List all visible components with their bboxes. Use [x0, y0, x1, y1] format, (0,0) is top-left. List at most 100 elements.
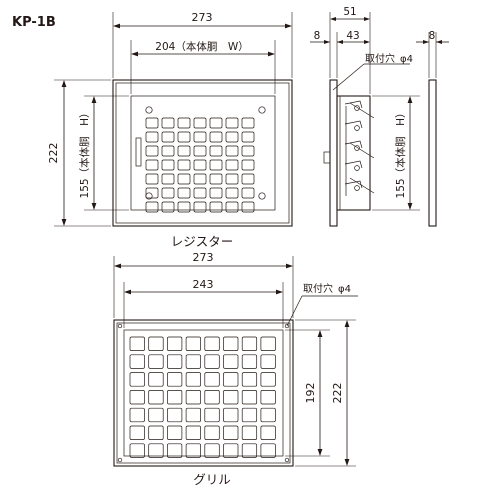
grille-louver-cell	[204, 372, 220, 387]
grille-louver-cell	[148, 372, 164, 387]
grille-louver-grid	[129, 336, 276, 458]
register-louver-cell	[241, 117, 255, 129]
grille-louver-cell	[241, 354, 258, 369]
grille-louver-cell	[129, 443, 145, 458]
grille-louver-cell	[129, 354, 145, 369]
register-louver-cell	[209, 187, 223, 199]
grille-louver-cell	[148, 354, 164, 369]
register-louver-cell	[241, 173, 255, 185]
register-louver-cell	[145, 187, 159, 199]
register-louver-cell	[193, 187, 207, 199]
register-louver-cell	[177, 159, 191, 171]
grille-louver-cell	[241, 425, 258, 440]
grille-louver-cell	[185, 443, 201, 458]
register-louver-cell	[209, 131, 223, 143]
register-lever	[135, 137, 142, 167]
grille-louver-cell	[204, 407, 220, 423]
register-louver-cell	[145, 173, 159, 185]
register-flange-right-label: 8	[429, 30, 436, 42]
grille-louver-cell	[204, 336, 220, 351]
register-louver-cell	[241, 145, 255, 157]
register-louver-cell	[193, 131, 207, 143]
grille-louver-cell	[260, 407, 276, 423]
register-louver-cell	[225, 117, 239, 129]
register-louver-cell	[225, 159, 239, 171]
grille-louver-cell	[204, 390, 220, 405]
register-louver-cell	[225, 145, 239, 157]
register-louver-cell	[193, 201, 207, 213]
register-width-label: 273	[192, 11, 213, 24]
register-louver-cell	[225, 187, 239, 199]
grille-louver-cell	[185, 407, 201, 423]
register-louver-cell	[209, 173, 223, 185]
grille-louver-cell	[129, 407, 145, 423]
register-louver-cell	[225, 201, 239, 213]
grille-louver-cell	[167, 443, 183, 458]
grille-louver-cell	[241, 372, 258, 387]
grille-louver-cell	[167, 372, 183, 387]
grille-louver-cell	[185, 336, 201, 351]
register-louver-cell	[145, 201, 159, 213]
register-louver-cell	[177, 201, 191, 213]
register-side-flange	[329, 79, 338, 227]
register-louver-cell	[225, 131, 239, 143]
register-side-body	[336, 95, 371, 211]
register-louver-cell	[241, 159, 255, 171]
register-louver-cell	[193, 173, 207, 185]
model-title: KP-1B	[12, 15, 56, 30]
register-louver-grid	[145, 117, 255, 213]
register-flange-left-label: 8	[314, 30, 321, 42]
grille-louver-cell	[260, 390, 276, 405]
register-louver-cell	[145, 145, 159, 157]
register-louver-cell	[145, 117, 159, 129]
register-louver-cell	[161, 173, 175, 185]
grille-louver-cell	[223, 354, 239, 369]
register-louver-cell	[145, 159, 159, 171]
register-louver-cell	[161, 131, 175, 143]
register-louver-cell	[177, 187, 191, 199]
grille-louver-cell	[167, 425, 183, 440]
grille-louver-cell	[167, 390, 183, 405]
grille-louver-cell	[260, 336, 276, 351]
grille-louver-cell	[241, 390, 258, 405]
register-outer-frame	[112, 79, 293, 227]
grille-louver-cell	[223, 372, 239, 387]
grille-louver-cell	[185, 354, 201, 369]
grille-louver-cell	[241, 336, 258, 351]
register-louver-cell	[145, 131, 159, 143]
grille-inner-width-label: 243	[193, 278, 214, 291]
grille-louver-cell	[223, 407, 239, 423]
register-body-height-label: 155（本体胴 H）	[78, 108, 91, 199]
grille-louver-cell	[223, 443, 239, 458]
register-body-depth-label: 43	[346, 30, 359, 42]
register-caption: レジスター	[171, 234, 234, 249]
grille-louver-cell	[129, 390, 145, 405]
register-side-grille	[428, 79, 437, 227]
grille-louver-cell	[148, 336, 164, 351]
grille-louver-cell	[260, 372, 276, 387]
grille-louver-cell	[167, 354, 183, 369]
register-depth-label: 51	[343, 6, 356, 18]
grille-louver-cell	[185, 372, 201, 387]
grille-louver-cell	[241, 443, 258, 458]
grille-louver-cell	[148, 425, 164, 440]
register-louver-cell	[209, 201, 223, 213]
register-louver-cell	[193, 159, 207, 171]
register-louver-cell	[161, 201, 175, 213]
grille-louver-cell	[223, 390, 239, 405]
grille-screw-icons	[117, 323, 290, 463]
register-louver-cell	[161, 159, 175, 171]
grille-louver-cell	[204, 425, 220, 440]
register-louver-cell	[209, 159, 223, 171]
grille-louver-cell	[204, 443, 220, 458]
grille-louver-cell	[148, 443, 164, 458]
register-louver-cell	[177, 173, 191, 185]
register-louver-cell	[193, 117, 207, 129]
register-body-width-label: 204（本体胴 W）	[155, 40, 248, 53]
register-louver-cell	[193, 145, 207, 157]
register-louver-cell	[177, 131, 191, 143]
